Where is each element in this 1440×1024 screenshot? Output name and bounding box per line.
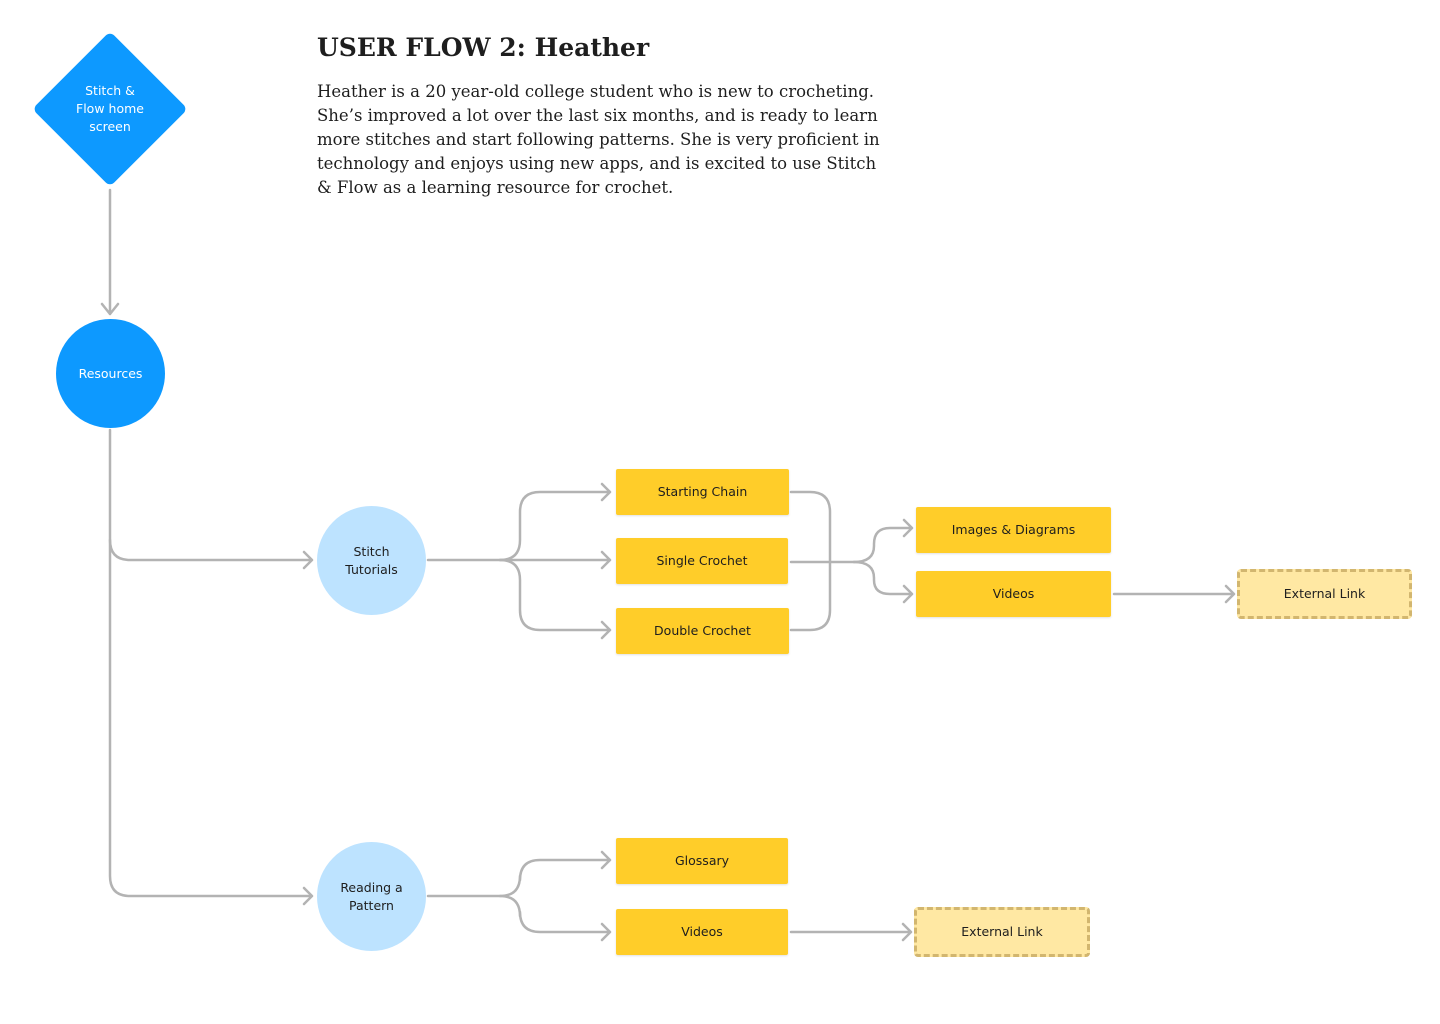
images-diagrams-node[interactable]: Images & Diagrams <box>916 507 1111 553</box>
connector-tutorials-to-double-crochet <box>498 558 612 640</box>
home-node-label: Stitch & Flow home screen <box>76 83 144 134</box>
stitch-tutorials-node[interactable]: Stitch Tutorials <box>317 506 426 615</box>
pattern-videos-node[interactable]: Videos <box>616 909 788 955</box>
connector-merge-to-images <box>852 518 914 564</box>
stitch-videos-node[interactable]: Videos <box>916 571 1111 617</box>
connector-videos-to-external <box>1112 584 1236 604</box>
connector-resources-to-stitch-tutorials <box>108 428 314 570</box>
starting-chain-node[interactable]: Starting Chain <box>616 469 789 515</box>
connector-home-to-resources <box>100 188 120 316</box>
page-title: USER FLOW 2: Heather <box>317 33 650 62</box>
glossary-node[interactable]: Glossary <box>616 838 788 884</box>
connector-pattern-to-glossary <box>426 850 612 898</box>
connector-resources-to-reading-pattern <box>108 538 314 906</box>
connector-tutorials-to-single-crochet <box>498 550 612 570</box>
resources-node[interactable]: Resources <box>56 319 165 428</box>
connector-pattern-to-videos <box>498 894 612 942</box>
connector-starting-chain-merge <box>789 490 832 564</box>
connector-tutorials-to-starting-chain <box>426 482 612 562</box>
pattern-external-link-node[interactable]: External Link <box>914 907 1090 957</box>
connector-double-crochet-merge <box>789 560 832 632</box>
connector-merge-to-videos <box>852 560 914 604</box>
single-crochet-node[interactable]: Single Crochet <box>616 538 788 584</box>
reading-pattern-node[interactable]: Reading a Pattern <box>317 842 426 951</box>
connector-pattern-videos-to-external <box>789 922 913 942</box>
persona-description: Heather is a 20 year-old college student… <box>317 82 880 197</box>
stitch-external-link-node[interactable]: External Link <box>1237 569 1412 619</box>
double-crochet-node[interactable]: Double Crochet <box>616 608 789 654</box>
